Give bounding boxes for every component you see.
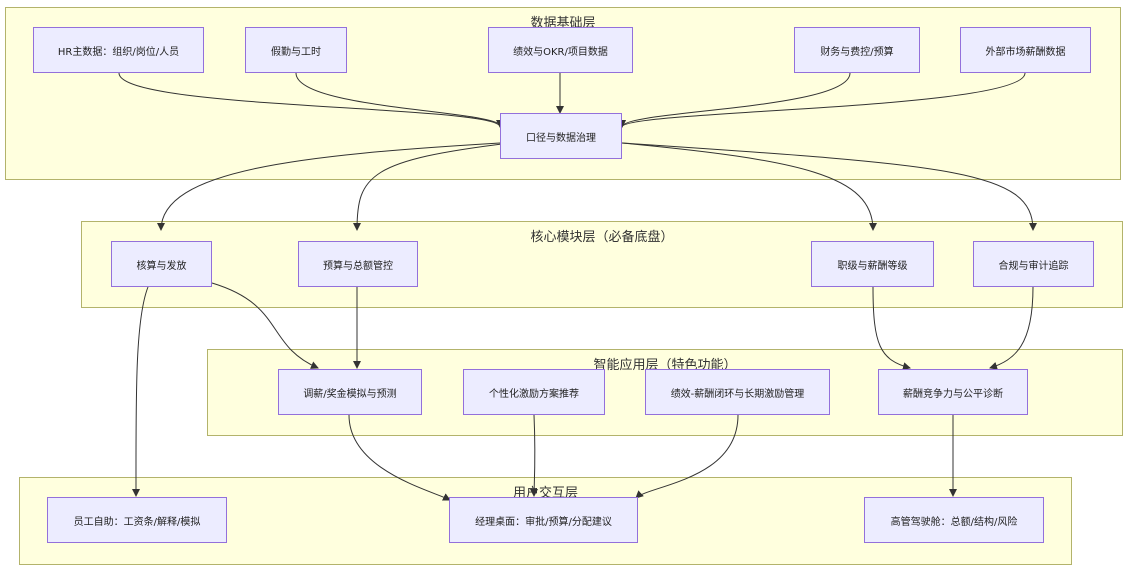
edge-governance-to-payroll [157, 142, 501, 231]
node-finance[interactable]: 财务与费控/预算 [794, 27, 920, 73]
edge-market-to-governance [618, 72, 1026, 128]
node-hr-master[interactable]: HR主数据：组织/岗位/人员 [33, 27, 204, 73]
edge-payroll-to-simulation [211, 282, 319, 369]
edge-leave-to-governance [295, 72, 506, 128]
layer-core-modules: 核心模块层（必备底盘） [81, 221, 1123, 308]
layer-title: 核心模块层（必备底盘） [530, 230, 674, 245]
node-recommend[interactable]: 个性化激励方案推荐 [463, 369, 605, 415]
node-simulation[interactable]: 调薪/奖金模拟与预测 [278, 369, 422, 415]
node-exec-cockpit[interactable]: 高管驾驶舱：总额/结构/风险 [864, 497, 1044, 543]
edge-finance-to-governance [618, 72, 851, 128]
edge-simulation-to-manager [348, 414, 451, 501]
node-leave-hours[interactable]: 假勤与工时 [245, 27, 347, 73]
node-market-pay[interactable]: 外部市场薪酬数据 [960, 27, 1091, 73]
node-manager-desk[interactable]: 经理桌面：审批/预算/分配建议 [449, 497, 638, 543]
node-payroll[interactable]: 核算与发放 [111, 241, 212, 287]
node-perf-loop[interactable]: 绩效-薪酬闭环与长期激励管理 [645, 369, 830, 415]
node-grades[interactable]: 职级与薪酬等级 [811, 241, 934, 287]
edge-compliance-to-diagnosis [989, 286, 1034, 370]
edge-governance-to-budget [353, 142, 511, 231]
node-perf-okr[interactable]: 绩效与OKR/项目数据 [488, 27, 633, 73]
node-self-service[interactable]: 员工自助：工资条/解释/模拟 [47, 497, 227, 543]
node-governance[interactable]: 口径与数据治理 [500, 113, 622, 159]
edge-hr-to-governance [118, 72, 504, 128]
edge-recommend-to-manager [530, 414, 539, 497]
edge-governance-to-grades [621, 142, 877, 231]
edge-grades-to-diagnosis [872, 286, 911, 371]
node-diagnosis[interactable]: 薪酬竞争力与公平诊断 [878, 369, 1028, 415]
edge-payroll-to-selfservice [131, 286, 149, 497]
edge-perfloop-to-manager [635, 414, 739, 499]
edge-governance-to-compliance [621, 142, 1037, 231]
node-compliance[interactable]: 合规与审计追踪 [973, 241, 1094, 287]
node-budget[interactable]: 预算与总额管控 [298, 241, 418, 287]
